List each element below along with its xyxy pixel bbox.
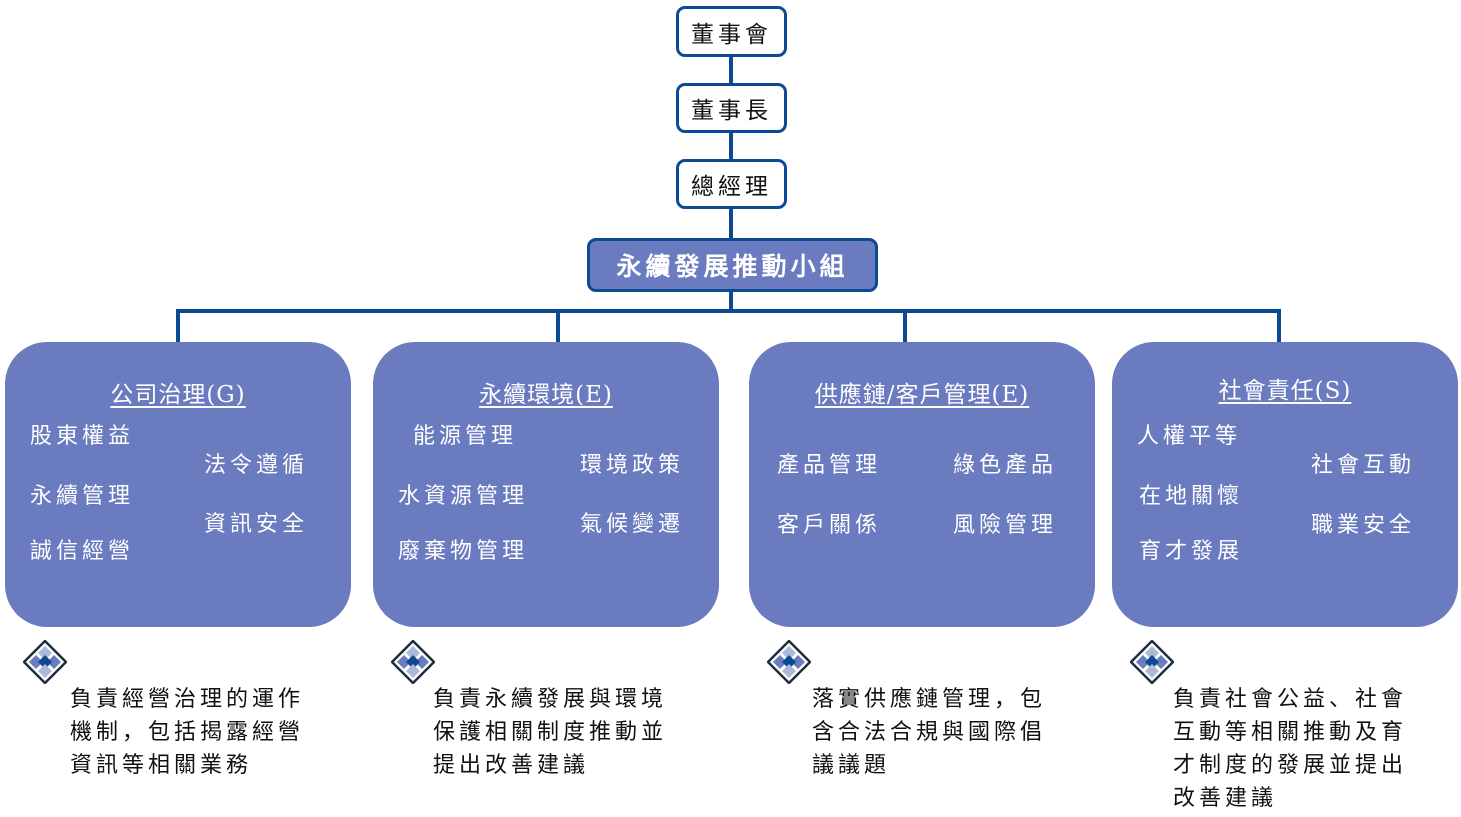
panel-item: 育才發展 [1139,539,1244,564]
panel-item: 法令遵循 [204,453,309,478]
panel-title: 公司治理(G) [110,382,246,408]
description-line: 保護相關制度推動並 [433,720,668,745]
category-panel: 供應鏈/客戶管理(E) 產品管理客戶關係 綠色產品風險管理 [749,342,1095,627]
panel-description: 負責經營治理的運作機制，包括揭露經營資訊等相關業務 [70,683,330,782]
description-line: 落實供應鏈管理，包 [812,687,1047,712]
panel-item: 綠色產品 [953,453,1058,478]
description-line: 互動等相關推動及育 [1173,720,1408,745]
panel-item: 在地關懷 [1139,484,1244,509]
connector-horizontal [176,309,1281,313]
connector-drop-1 [176,309,180,344]
president-box: 總經理 [676,159,787,209]
description-line: 負責社會公益、社會 [1173,687,1408,712]
panel-item: 永續管理 [30,484,135,509]
description-line: 機制，包括揭露經營 [70,720,305,745]
panel-item: 氣候變遷 [580,512,685,537]
panel-title: 永續環境(E) [479,382,613,408]
panel-title: 供應鏈/客戶管理(E) [814,382,1030,408]
board-box: 董事會 [676,6,787,57]
connector-drop-4 [1277,309,1281,344]
description-line: 改善建議 [1173,786,1278,811]
panel-title: 社會責任(S) [1218,378,1352,404]
description-line: 負責經營治理的運作 [70,687,305,712]
panel-description: 負責永續發展與環境保護相關制度推動並提出改善建議 [433,683,693,782]
chairman-box: 董事長 [676,83,787,133]
panel-item: 職業安全 [1311,513,1416,538]
connector-drop-2 [556,309,560,344]
diamond-bullet-icon [766,639,812,685]
panel-item: 股東權益 [30,424,135,449]
description-line: 負責永續發展與環境 [433,687,668,712]
diamond-bullet-icon [1129,639,1175,685]
diamond-bullet-icon [22,639,68,685]
description-line: 議議題 [812,753,891,778]
panel-item: 人權平等 [1137,424,1242,449]
panel-item: 風險管理 [953,513,1058,538]
panel-item: 社會互動 [1311,453,1416,478]
panel-item: 產品管理 [777,453,882,478]
description-line: 才制度的發展並提出 [1173,753,1408,778]
description-line: 資訊等相關業務 [70,753,253,778]
panel-item: 客戶關係 [777,513,882,538]
panel-item: 廢棄物管理 [398,539,529,564]
category-panel: 社會責任(S) 人權平等在地關懷育才發展 社會互動職業安全 [1112,342,1458,627]
panel-item: 誠信經營 [30,539,135,564]
description-line: 含合法合規與國際倡 [812,720,1047,745]
panel-item: 環境政策 [580,453,685,478]
panel-description: 落實供應鏈管理，包含合法合規與國際倡議議題 [812,683,1072,782]
panel-item: 資訊安全 [204,512,309,537]
diamond-bullet-icon [390,639,436,685]
panel-description: 負責社會公益、社會互動等相關推動及育才制度的發展並提出改善建議 [1173,683,1433,815]
description-line: 提出改善建議 [433,753,590,778]
task-force-box: 永續發展推動小組 [587,238,878,292]
category-panel: 永續環境(E) 能源管理水資源管理廢棄物管理 環境政策氣候變遷 [373,342,719,627]
panel-item: 水資源管理 [398,484,529,509]
panel-item: 能源管理 [413,424,518,449]
category-panel: 公司治理(G) 股東權益永續管理誠信經營 法令遵循資訊安全 [5,342,351,627]
connector-drop-3 [903,309,907,344]
